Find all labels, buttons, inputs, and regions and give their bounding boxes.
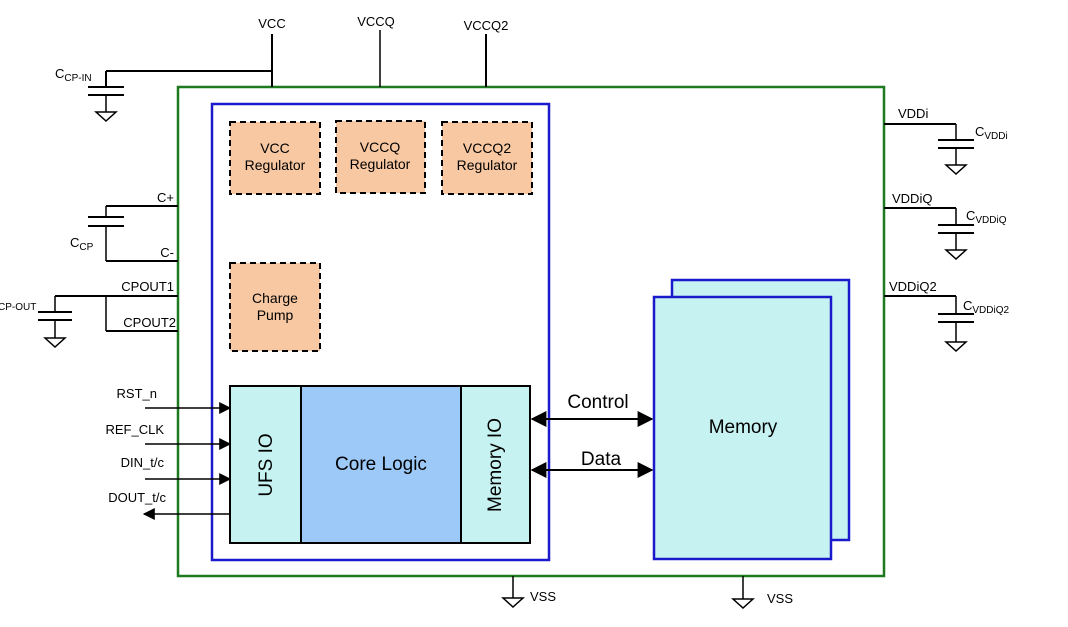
core-logic-block: Core Logic: [300, 385, 462, 544]
vccq2-regulator-block: VCCQ2 Regulator: [441, 121, 533, 195]
cpout1-label: CPOUT1: [121, 279, 174, 294]
ccp-in-label: CCP-IN: [55, 66, 92, 84]
vss-pin-2: VSS: [731, 576, 793, 610]
svg-text:Regulator: Regulator: [350, 156, 411, 172]
ref-clk-signal: REF_CLK: [105, 422, 232, 450]
ground-icon: [944, 341, 968, 353]
cvddiq-label: CVDDiQ: [966, 208, 1007, 226]
ccp-in-capacitor: CCP-IN: [55, 66, 272, 123]
ground-icon: [43, 337, 67, 349]
vcc-pin: VCC: [258, 16, 286, 87]
controller-boundary: [210, 102, 551, 562]
ground-icon: [944, 249, 968, 261]
vccq-pin: VCCQ: [357, 14, 395, 87]
cvddi-capacitor: VDDi CVDDi: [884, 106, 1008, 176]
control-bus: Control: [530, 392, 654, 427]
ccp-capacitor: C+ C- CCP: [70, 190, 178, 262]
svg-text:VCCQ2: VCCQ2: [463, 140, 511, 156]
vddiq2-label: VDDiQ2: [889, 279, 937, 294]
svg-text:Memory IO: Memory IO: [485, 418, 506, 512]
svg-text:Memory: Memory: [709, 417, 778, 438]
cvddiq-capacitor: VDDiQ CVDDiQ: [884, 191, 1007, 261]
svg-text:VCCQ: VCCQ: [360, 139, 401, 155]
vss-label: VSS: [530, 589, 556, 604]
cvddiq2-label: CVDDiQ2: [963, 298, 1010, 316]
c-plus-label: C+: [157, 190, 174, 205]
vddi-label: VDDi: [898, 106, 928, 121]
ground-icon: [501, 597, 525, 609]
ground-icon: [944, 164, 968, 176]
vss-pin-1: VSS: [501, 576, 556, 609]
vcc-label: VCC: [258, 16, 285, 31]
din-label: DIN_t/c: [121, 455, 165, 470]
cpout-capacitor: CPOUT1 CPOUT2 CP-OUT: [0, 279, 178, 349]
vcc-regulator-block: VCC Regulator: [229, 121, 321, 195]
dout-label: DOUT_t/c: [108, 490, 166, 505]
vccq-label: VCCQ: [357, 14, 395, 29]
ground-icon: [731, 598, 755, 610]
vddiq-label: VDDiQ: [892, 191, 932, 206]
charge-pump-block: Charge Pump: [229, 262, 321, 352]
svg-text:Charge: Charge: [252, 290, 298, 306]
cpout2-label: CPOUT2: [123, 315, 176, 330]
din-signal: DIN_t/c: [121, 455, 232, 485]
ccp-out-label: CP-OUT: [0, 302, 36, 313]
vss-label: VSS: [767, 591, 793, 606]
memory-block: Memory: [652, 278, 851, 561]
memory-io-block: Memory IO: [460, 385, 531, 544]
svg-text:Regulator: Regulator: [245, 157, 306, 173]
ccp-label: CCP: [70, 235, 94, 253]
svg-text:Core Logic: Core Logic: [335, 454, 427, 475]
cvddiq2-capacitor: VDDiQ2 CVDDiQ2: [884, 279, 1010, 353]
c-minus-label: C-: [160, 245, 174, 260]
svg-text:VCC: VCC: [260, 140, 290, 156]
control-label: Control: [567, 392, 628, 413]
cvddi-label: CVDDi: [975, 124, 1008, 142]
vccq2-label: VCCQ2: [464, 18, 509, 33]
dout-signal: DOUT_t/c: [108, 490, 230, 520]
vccq-regulator-block: VCCQ Regulator: [335, 120, 426, 194]
data-bus: Data: [530, 449, 654, 478]
data-label: Data: [581, 449, 622, 470]
rst-n-label: RST_n: [117, 386, 157, 401]
svg-text:UFS IO: UFS IO: [256, 433, 277, 496]
ref-clk-label: REF_CLK: [105, 422, 164, 437]
vccq2-pin: VCCQ2: [464, 18, 509, 87]
ground-icon: [94, 111, 118, 123]
svg-text:Pump: Pump: [257, 307, 294, 323]
svg-text:Regulator: Regulator: [457, 157, 518, 173]
rst-n-signal: RST_n: [117, 386, 232, 414]
ufs-io-block: UFS IO: [229, 385, 302, 544]
